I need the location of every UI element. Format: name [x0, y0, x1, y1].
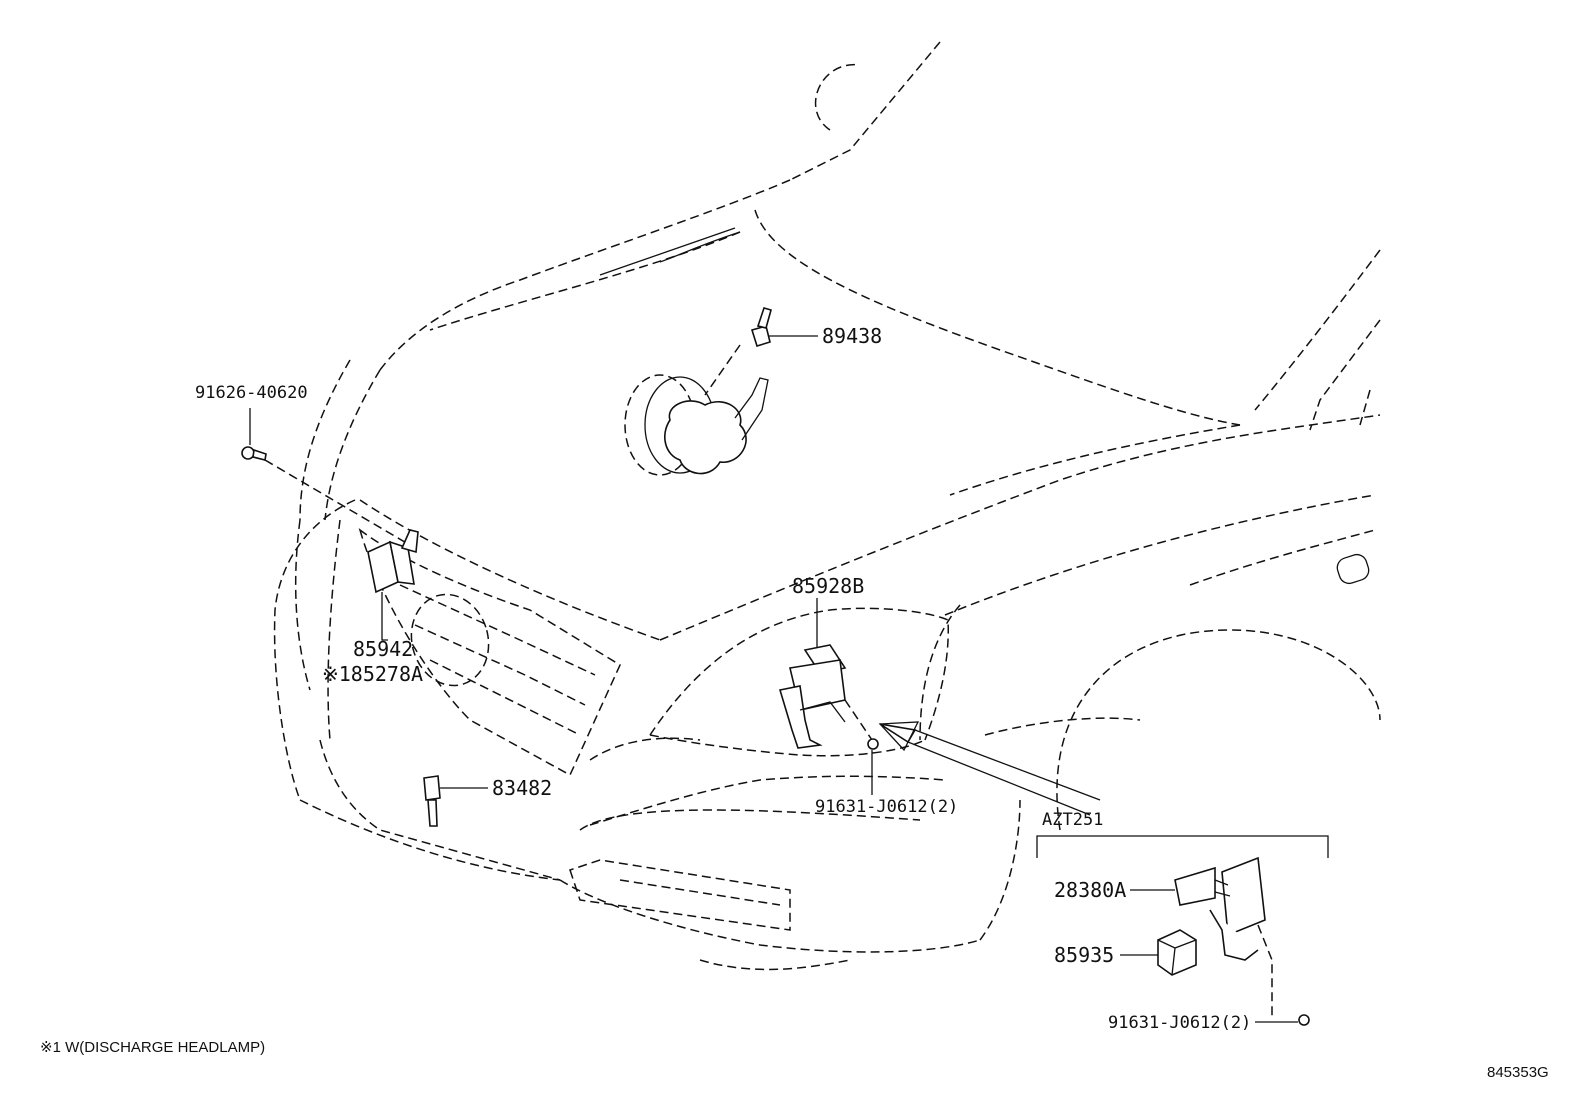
relay-85942	[367, 529, 419, 641]
sensor-83482	[423, 775, 488, 827]
horn-assembly	[624, 344, 769, 476]
car-body-outline	[273, 41, 1381, 971]
relay-85935	[1120, 929, 1197, 976]
drawing-number: 845353G	[1487, 1064, 1549, 1081]
bracket-85928b	[778, 598, 879, 795]
bolt-91626-40620	[241, 408, 416, 549]
arrow-headlamp	[878, 721, 1101, 816]
label-85935: 85935	[1054, 943, 1114, 967]
label-85942: 85942	[353, 637, 413, 661]
label-83482: 83482	[492, 776, 552, 800]
label-28380a: 28380A	[1054, 878, 1126, 902]
label-azt251: AZT251	[1042, 810, 1103, 830]
module-28380a	[1130, 856, 1273, 1018]
label-91626-40620: 91626-40620	[195, 383, 308, 403]
footnote-discharge-headlamp: ※1 W(DISCHARGE HEADLAMP)	[40, 1039, 265, 1056]
sensor-89438	[750, 307, 818, 347]
label-85928b: 85928B	[792, 574, 864, 598]
label-85278a: ※185278A	[322, 662, 423, 686]
label-91631-j0612-lower: 91631-J0612(2)	[1108, 1013, 1251, 1033]
bolt-91631-lower	[1255, 1014, 1310, 1026]
label-91631-j0612-upper: 91631-J0612(2)	[815, 797, 958, 817]
azt251-bracket-line	[1036, 835, 1329, 858]
label-89438: 89438	[822, 324, 882, 348]
